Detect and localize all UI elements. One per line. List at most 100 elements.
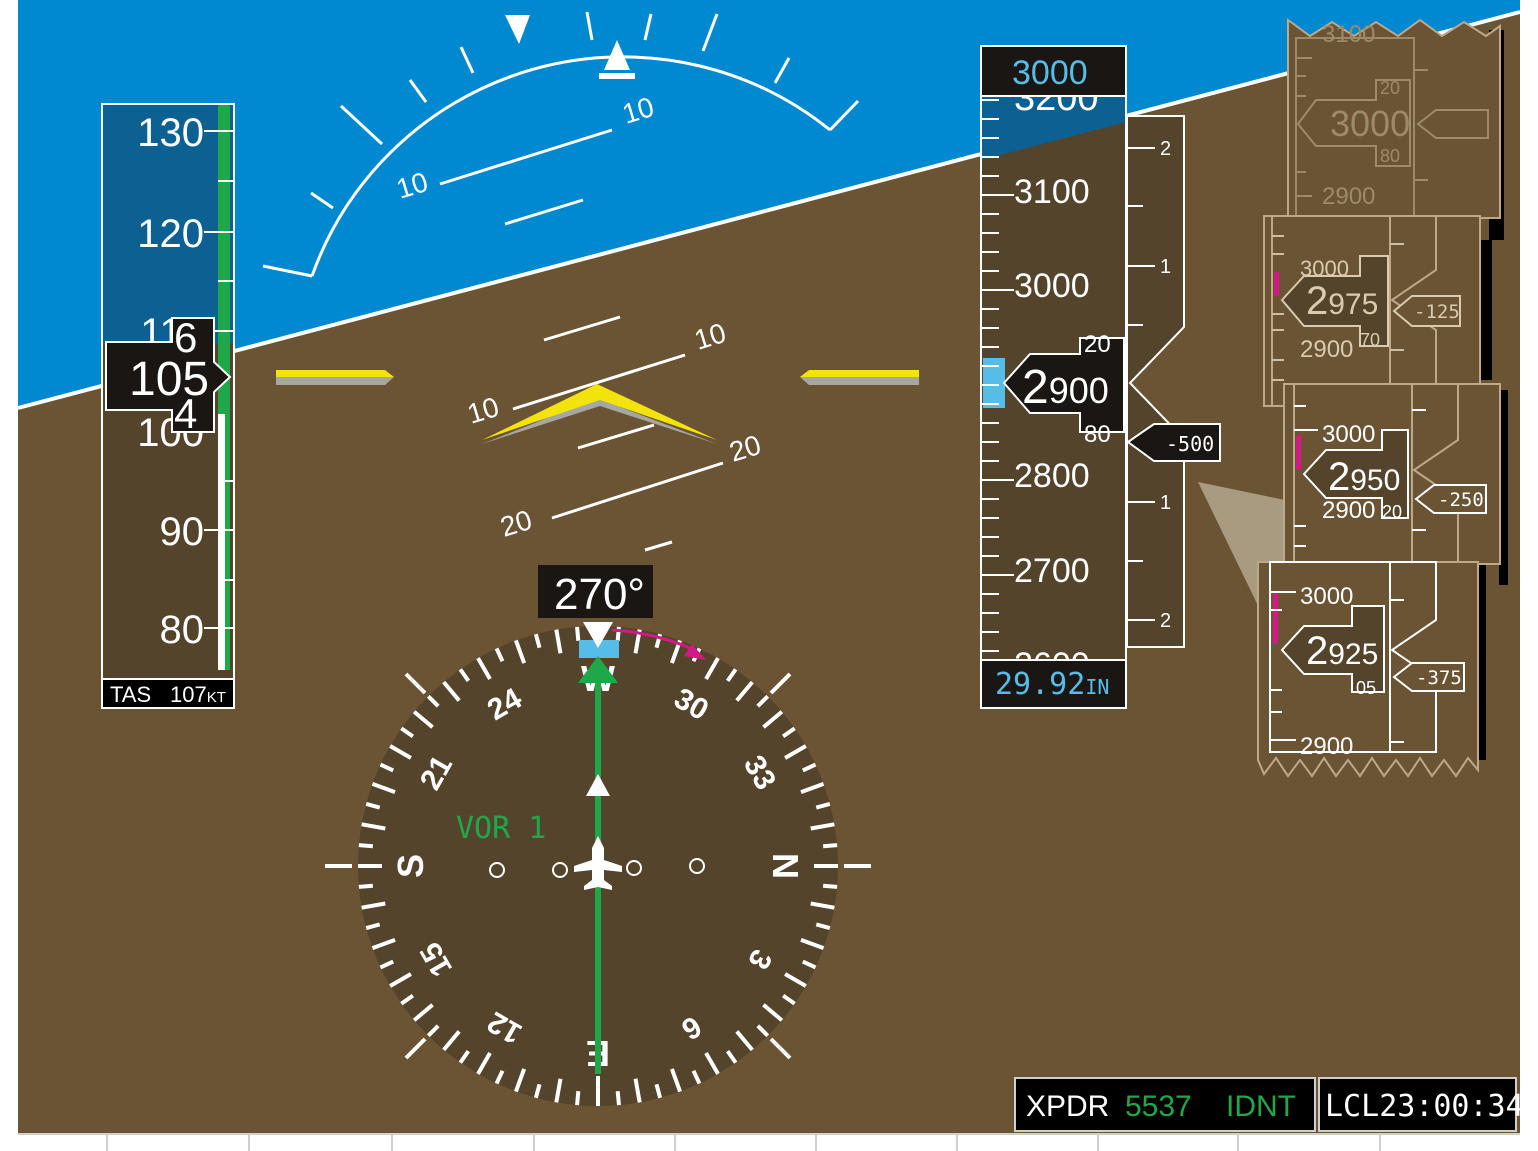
altitude-tick-label: 2700: [1014, 552, 1090, 590]
turn-rate-arc: [611, 628, 691, 650]
inset-panel-2: 3000 80 2975 70 2900 -125: [1263, 215, 1481, 407]
compass-tick: [633, 1078, 642, 1103]
altitude-roll-below: 80: [1084, 421, 1111, 448]
heading-bug[interactable]: [579, 640, 619, 658]
inset-panel-1: 3100 20 3000 80 2900: [1287, 18, 1501, 219]
compass-tick: [784, 972, 807, 988]
baro-setting: 29.92IN: [995, 667, 1109, 702]
compass-tick: [815, 801, 831, 810]
inset-selected: 3000: [1330, 103, 1410, 144]
compass-tick: [361, 901, 386, 910]
compass-tick: [426, 694, 440, 708]
compass-tick: [800, 782, 825, 795]
tas-box: [101, 678, 235, 709]
inset-tick-label: 2900: [1300, 336, 1353, 363]
compass-tick: [654, 1083, 663, 1099]
compass-label: N: [765, 853, 806, 879]
compass-tick: [389, 744, 412, 760]
cdi-dots: [489, 858, 705, 878]
compass-tick: [426, 1024, 440, 1038]
vsi-scale-label: 1: [1160, 492, 1171, 514]
airspeed-tick-label: 90: [160, 510, 205, 554]
vsi-pointer: [1126, 423, 1221, 462]
compass-tick: [379, 959, 395, 970]
compass-tick: [735, 1030, 754, 1052]
compass-tick: [361, 822, 386, 831]
compass-tick: [810, 901, 835, 910]
inset-bug: [1273, 592, 1278, 644]
heading-readout: 270°: [554, 570, 645, 619]
inset-bug: [1296, 436, 1301, 470]
compass-cardinal-marks: [325, 672, 871, 1100]
compass-tick: [615, 1090, 621, 1106]
aircraft-icon: [574, 836, 622, 890]
altitude-tick-label: 2800: [1014, 457, 1090, 495]
roll-scale: [262, 11, 860, 278]
vsi-scale-label: 1: [1160, 256, 1171, 278]
compass-tick: [784, 744, 807, 760]
compass-tick: [554, 629, 563, 654]
compass-tick: [691, 1069, 702, 1085]
baro-box[interactable]: [980, 659, 1127, 709]
compass-tick: [358, 843, 374, 849]
inset-altitude: 2975: [1306, 279, 1378, 323]
compass-tick: [762, 1003, 784, 1022]
compass-tick: [822, 843, 838, 849]
compass-tick: [365, 922, 381, 931]
compass-tick: [371, 782, 396, 795]
horizon-line: [17, 10, 1521, 410]
compass-tick: [400, 726, 415, 739]
selected-altitude-box[interactable]: [980, 45, 1127, 97]
selected-altitude: 3000: [1012, 54, 1088, 92]
compass-tick: [756, 1024, 770, 1038]
xpdr-label: XPDR: [1026, 1090, 1109, 1123]
altitude-tick-label: 2600: [1014, 646, 1090, 684]
altitude-tick-label: 3000: [1014, 267, 1090, 305]
clock-box: LCL23:00:34: [1318, 1077, 1524, 1132]
inset-small-digits: 20: [1382, 502, 1402, 522]
compass-tick: [533, 633, 542, 649]
compass-tick: [476, 1052, 492, 1075]
compass-tick: [822, 883, 838, 889]
altitude-tick-label: 3200: [1014, 77, 1099, 119]
altitude-pointer: 20 2900 80: [1002, 331, 1125, 448]
compass-tick: [735, 680, 754, 702]
airspeed-current: 105: [129, 353, 209, 406]
inset-vs: -375: [1416, 667, 1462, 689]
vsi-value: -500: [1166, 432, 1214, 456]
compass-tick: [358, 883, 374, 889]
inset-tick-label: 2900: [1300, 733, 1353, 760]
inset-bug: [1274, 272, 1279, 296]
compass-tick: [412, 710, 434, 729]
roll-index-base: [599, 73, 635, 79]
hsi: W3033N36E1215S2124 270° VOR 1: [325, 565, 871, 1106]
inset-tick-label: 3000: [1322, 421, 1375, 448]
selected-alt-bug: [983, 358, 1005, 408]
turn-rate-arrow: [684, 644, 706, 660]
inset-small-digits: 20: [1380, 78, 1400, 98]
compass-tick: [725, 1049, 738, 1064]
compass-tick: [400, 993, 415, 1006]
compass-tick: [458, 668, 471, 683]
compass-tick: [781, 726, 796, 739]
compass-tick: [669, 1068, 682, 1093]
roll-index: [604, 40, 630, 70]
airspeed-roll-above: 6: [174, 314, 197, 361]
left-wing-bar: [276, 370, 394, 377]
compass-tick: [514, 639, 527, 664]
inset-vs: -250: [1438, 489, 1484, 511]
inset-panel-3: 3000 70 2950 20 2900 -250: [1283, 383, 1501, 565]
compass-tick: [533, 1083, 542, 1099]
inset-tick-label: 2900: [1322, 183, 1375, 210]
tas-value: 107KT: [170, 682, 226, 707]
compass-tick: [442, 680, 461, 702]
compass-tick: [494, 647, 505, 663]
compass-tick: [762, 710, 784, 729]
transponder-box[interactable]: XPDR 5537 IDNT: [1014, 1077, 1316, 1132]
inset-tick-label: 2900: [1322, 497, 1375, 524]
right-wing-bar: [800, 370, 919, 377]
airspeed-pointer: 6 105 4: [105, 314, 232, 437]
compass-tick: [389, 972, 412, 988]
speed-band-white: [218, 414, 225, 670]
